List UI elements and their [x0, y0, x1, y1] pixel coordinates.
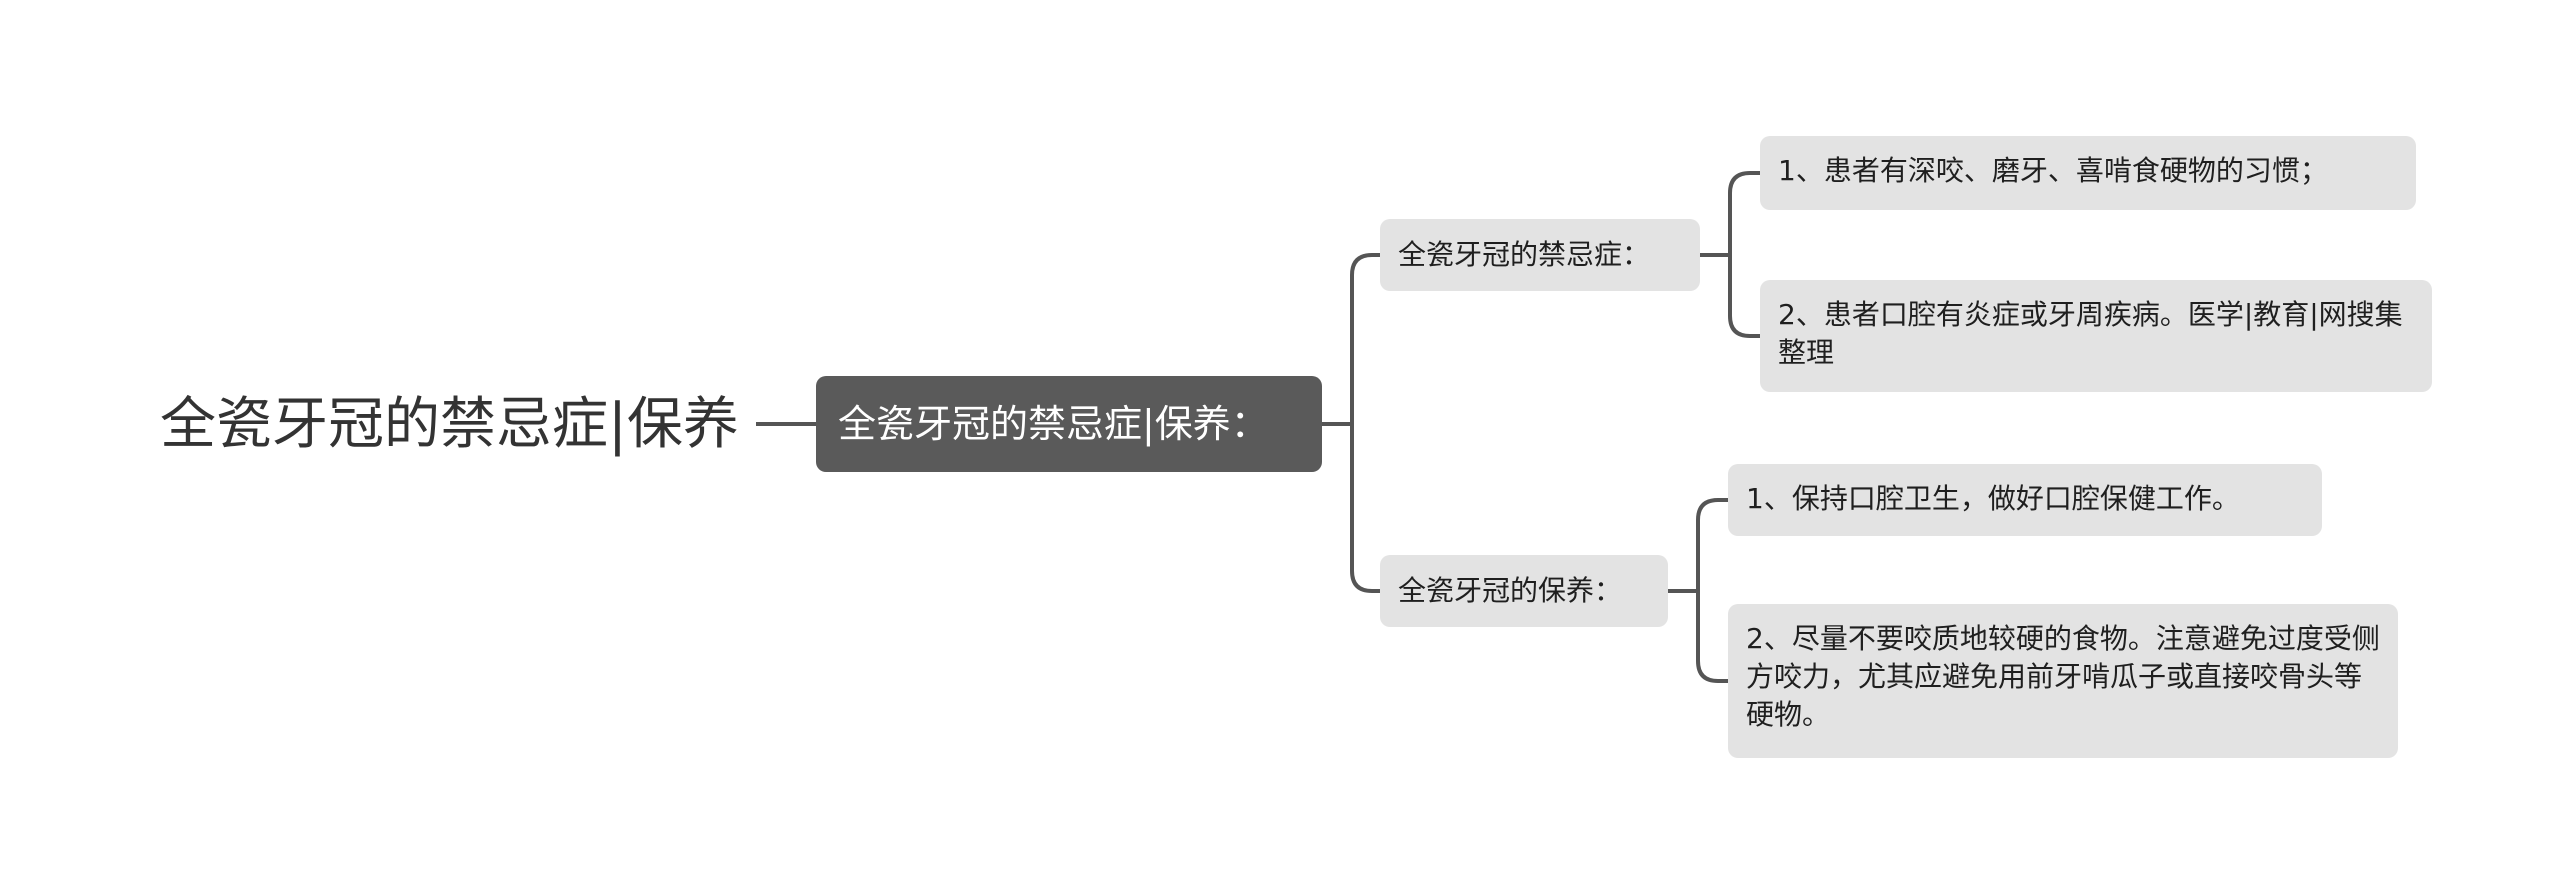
branch-topic-contraindications[interactable]: 全瓷牙冠的禁忌症：	[1380, 219, 1700, 291]
leaf-topic-contraindication-2[interactable]: 2、患者口腔有炎症或牙周疾病。医学|教育|网搜集整理	[1760, 280, 2432, 392]
connector-branch-1-leaf-0	[1668, 498, 1728, 593]
leaf-topic-maintenance-2[interactable]: 2、尽量不要咬质地较硬的食物。注意避免过度受侧方咬力，尤其应避免用前牙啃瓜子或直…	[1728, 604, 2398, 758]
leaf-topic-contraindication-1[interactable]: 1、患者有深咬、磨牙、喜啃食硬物的习惯；	[1760, 136, 2416, 210]
connector-branch-0-leaf-1	[1728, 255, 1760, 338]
connector-main-branch-0	[1322, 253, 1380, 426]
connector-branch-1-leaf-1	[1696, 591, 1728, 683]
connector-branch-0-leaf-0	[1700, 171, 1760, 257]
branch-topic-maintenance[interactable]: 全瓷牙冠的保养：	[1380, 555, 1668, 627]
root-topic[interactable]: 全瓷牙冠的禁忌症|保养	[160, 392, 739, 457]
main-topic[interactable]: 全瓷牙冠的禁忌症|保养：	[816, 376, 1322, 472]
connector-main-branch-1	[1350, 424, 1380, 593]
leaf-topic-maintenance-1[interactable]: 1、保持口腔卫生，做好口腔保健工作。	[1728, 464, 2322, 536]
